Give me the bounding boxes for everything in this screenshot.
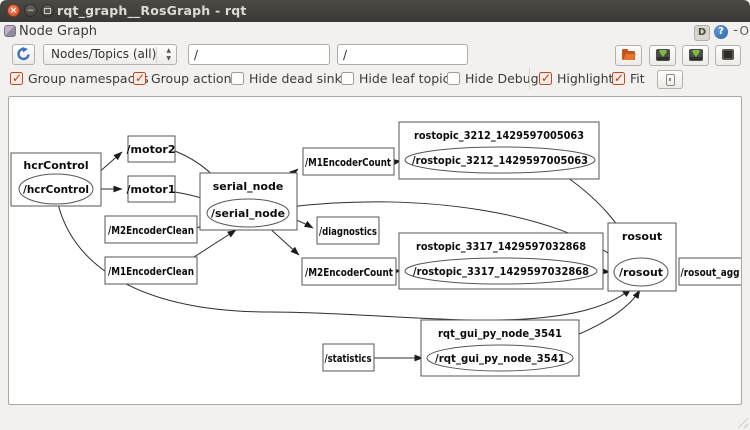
topic-label: /M2EncoderClean <box>108 224 194 237</box>
checkbox-label: Group actions <box>151 71 239 86</box>
checkbox-hide-debug[interactable] <box>447 72 460 85</box>
node-label: /rqt_gui_py_node_3541 <box>435 352 565 365</box>
node-rostopic3212 <box>404 146 596 174</box>
screenshot-button[interactable] <box>715 45 741 66</box>
topic-motor1 <box>127 175 176 203</box>
fit-in-view-button[interactable] <box>657 70 683 89</box>
edge-m1encoderclean-serialnode <box>193 229 237 258</box>
window-maximize-icon[interactable] <box>41 4 54 17</box>
node-rqtgui <box>426 344 574 372</box>
status-bar <box>0 405 750 430</box>
refresh-icon <box>17 47 30 61</box>
checkbox-label: Fit <box>630 71 645 86</box>
refresh-button[interactable] <box>12 44 35 65</box>
filter-mode-select[interactable]: Nodes/Topics (all) ▲▼ <box>43 44 177 65</box>
node-label: /rostopic_3212_1429597005063 <box>412 154 588 167</box>
node-rostopic3317 <box>404 257 598 285</box>
node-rosout <box>613 257 669 287</box>
topic-label: /M1EncoderClean <box>108 265 194 278</box>
checkbox-group-namespaces[interactable] <box>10 71 23 85</box>
fit-in-view-icon <box>665 74 675 86</box>
open-folder-icon <box>621 49 636 60</box>
topic-label: /diagnostics <box>319 225 377 238</box>
node-graph-icon <box>4 25 16 37</box>
container-label: rqt_gui_py_node_3541 <box>438 327 562 340</box>
topic-filter-input[interactable] <box>337 44 468 65</box>
node-filter-input[interactable] <box>188 44 330 65</box>
checkbox-label: Hide Debug <box>465 71 539 86</box>
dock-header: Node Graph D ? - O <box>0 22 750 42</box>
resize-grip-icon[interactable] <box>735 415 748 428</box>
container-label: rostopic_3317_1429597032868 <box>416 240 586 253</box>
save-dot-button[interactable] <box>649 45 676 66</box>
graph-nodes <box>10 121 741 377</box>
dock-title: Node Graph <box>19 24 97 39</box>
window-titlebar[interactable]: × − rqt_graph__RosGraph - rqt <box>0 0 750 22</box>
topic-motor2 <box>127 135 176 163</box>
help-icon[interactable]: ? <box>714 25 728 39</box>
graph-canvas[interactable]: hcrControl /hcrControl serial_node /seri… <box>8 96 742 405</box>
checkbox-group-actions[interactable] <box>133 71 146 85</box>
checkbox-label: Hide dead sinks <box>249 71 349 86</box>
toolbar-separator <box>529 68 530 89</box>
node-hcrcontrol <box>18 173 94 205</box>
filter-mode-value: Nodes/Topics (all) <box>51 47 157 61</box>
checkbox-highlight[interactable] <box>539 71 552 85</box>
topic-m1encoderclean <box>104 256 198 285</box>
topic-label: /motor1 <box>127 183 176 196</box>
node-label: /hcrControl <box>23 183 89 196</box>
checkbox-fit[interactable] <box>612 71 625 85</box>
window-title: rqt_graph__RosGraph - rqt <box>57 3 247 18</box>
container-label: hcrControl <box>23 159 88 172</box>
topic-m2encodercount <box>301 257 397 286</box>
checkbox-hide-dead-sinks[interactable] <box>231 72 244 85</box>
combo-separator <box>156 47 157 63</box>
dock-minimize-icon[interactable]: - <box>733 23 738 38</box>
topic-rosoutagg <box>678 257 741 286</box>
topic-label: /motor2 <box>127 143 176 156</box>
topic-label: /M1EncoderCount <box>305 156 391 169</box>
graph-labels: hcrControl /hcrControl serial_node /seri… <box>23 129 740 365</box>
combo-spinner-icon[interactable]: ▲▼ <box>166 47 171 62</box>
window-minimize-icon[interactable]: − <box>24 4 37 17</box>
maximize-square-glyph <box>44 8 51 14</box>
node-label: /rostopic_3317_1429597032868 <box>413 265 589 278</box>
edge-hcrcontrol-rosout <box>57 203 632 321</box>
topic-label: /M2EncoderCount <box>305 266 393 279</box>
node-label: /rosout <box>619 266 663 279</box>
node-serialnode <box>206 198 290 228</box>
topic-statistics <box>322 343 375 372</box>
topic-label: /statistics <box>325 352 372 365</box>
topic-m1encodercount <box>302 147 395 176</box>
window-close-icon[interactable]: × <box>7 4 20 17</box>
dock-button[interactable]: D <box>694 25 710 41</box>
container-label: rostopic_3212_1429597005063 <box>414 129 584 142</box>
open-file-button[interactable] <box>615 45 642 66</box>
node-graph-svg: hcrControl /hcrControl serial_node /seri… <box>10 121 741 377</box>
save-image-icon <box>688 49 703 61</box>
node-label: /serial_node <box>211 207 285 220</box>
screenshot-icon <box>722 49 734 60</box>
save-disk-icon <box>655 49 670 61</box>
checkbox-label: Group namespaces <box>28 71 149 86</box>
topic-label: /rosout_agg <box>681 266 740 279</box>
container-label: rosout <box>622 230 662 243</box>
checkbox-label: Highlight <box>557 71 614 86</box>
checkbox-label: Hide leaf topics <box>359 71 457 86</box>
dock-float-icon[interactable]: O <box>739 24 749 38</box>
checkbox-hide-leaf-topics[interactable] <box>341 72 354 85</box>
topic-m2encoderclean <box>104 215 198 244</box>
save-image-button[interactable] <box>682 45 709 66</box>
topic-diagnostics <box>316 216 380 245</box>
container-label: serial_node <box>213 180 284 193</box>
